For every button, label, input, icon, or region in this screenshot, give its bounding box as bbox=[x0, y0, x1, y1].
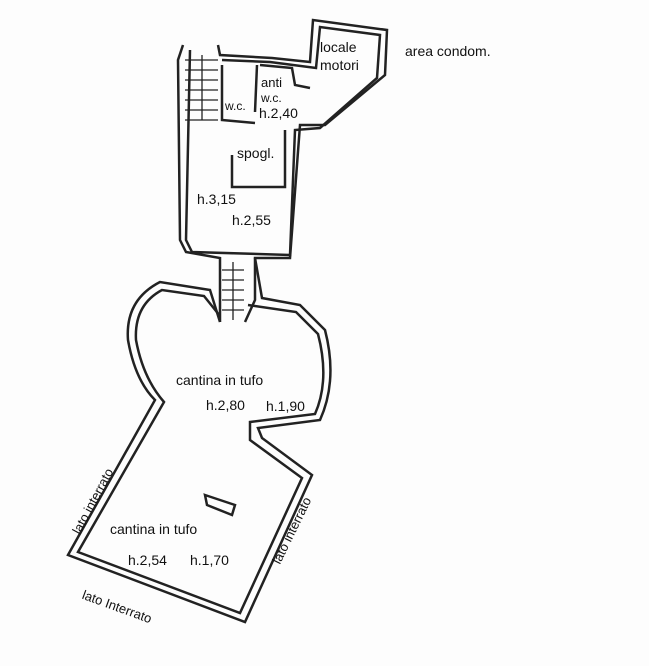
label-cantina-upper: cantina in tufo bbox=[176, 372, 264, 388]
upper-stairs bbox=[185, 55, 218, 121]
label-spogl: spogl. bbox=[237, 145, 275, 161]
label-h254: h.2,54 bbox=[128, 552, 167, 568]
spogl-partition bbox=[230, 130, 287, 189]
label-h255: h.2,55 bbox=[232, 212, 271, 228]
notch-wall bbox=[203, 493, 237, 517]
label-h170: h.1,70 bbox=[190, 552, 229, 568]
label-motori: motori bbox=[320, 57, 359, 73]
lower-inner-wall bbox=[76, 288, 325, 615]
label-anti: anti bbox=[261, 75, 282, 90]
label-h280: h.2,80 bbox=[206, 397, 245, 413]
label-h190: h.1,90 bbox=[266, 398, 305, 414]
wc-partition bbox=[220, 63, 311, 125]
label-h240: h.2,40 bbox=[259, 105, 298, 121]
label-wc: w.c. bbox=[225, 99, 246, 113]
label-anti-wc: w.c. bbox=[261, 91, 282, 105]
upper-inner-wall bbox=[184, 25, 382, 257]
label-cantina-lower: cantina in tufo bbox=[110, 521, 198, 537]
connecting-stairs bbox=[222, 262, 244, 320]
label-area-condom: area condom. bbox=[405, 43, 491, 59]
lower-outer-wall bbox=[66, 257, 332, 624]
label-h315: h.3,15 bbox=[197, 191, 236, 207]
label-locale: locale bbox=[320, 39, 357, 55]
